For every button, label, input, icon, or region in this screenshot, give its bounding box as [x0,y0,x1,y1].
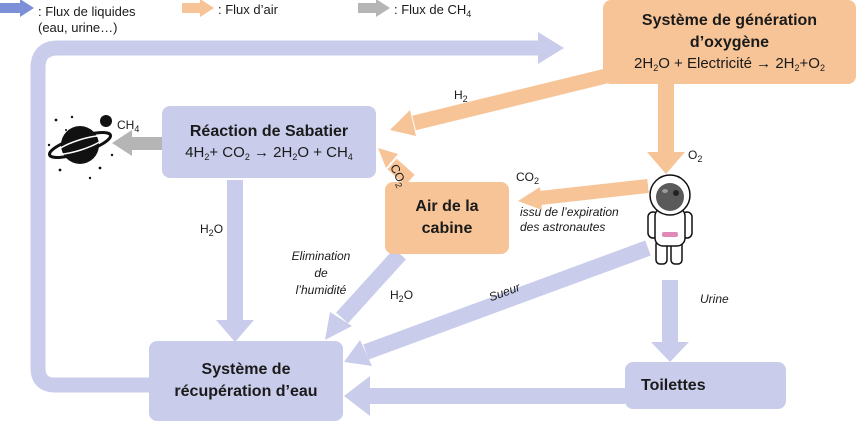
astronaut-icon [647,174,693,265]
sabatier-box: Réaction de Sabatier 4H2+ CO2 → 2H2O + C… [162,106,376,178]
urine-label: Urine [700,292,729,306]
expiration-note-1: issu de l’expiration [520,205,619,219]
sweat-arrow [344,240,651,366]
humidity-note: Elimination de l’humidité [288,248,354,299]
o2-label: O2 [688,148,703,164]
humidity-note-1: Elimination [291,249,351,263]
humidity-note-2: de [314,266,328,280]
sabatier-title: Réaction de Sabatier [189,123,349,140]
o2-arrow [647,82,685,174]
co2-expiration-label: CO2 [516,170,540,186]
oxygen-generation-title-2: d’oxygène [689,34,770,51]
cabin-air-title-1: Air de la [415,198,479,215]
legend-ch4-label: : Flux de CH4 [394,2,472,19]
h2-label: H2 [454,88,468,104]
cabin-air-box: Air de la cabine [385,182,509,254]
sabatier-water-arrow [216,180,254,342]
legend-liquids-detail: (eau, urine…) [38,20,118,35]
oxygen-generation-title-1: Système de génération [641,12,818,29]
water-loop-arrow [30,32,564,393]
ch4-arrow [112,130,162,156]
water-recovery-title-1: Système de [201,361,291,378]
toilets-title: Toilettes [641,376,706,394]
h2-arrow [390,68,608,136]
oxygen-generation-box: Système de génération d’oxygène 2H2O + E… [603,0,856,84]
humidity-arrow [325,248,406,340]
oxygen-generation-equation: 2H2O + Electricité → 2H2+O2 [634,55,825,73]
urine-arrow [651,280,689,362]
legend-ch4-arrow [358,0,390,17]
co2-cabin-arrow [378,148,415,186]
water-recovery-title-2: récupération d’eau [174,383,318,400]
legend-air-label: : Flux d’air [218,2,278,17]
legend-liquids-label: : Flux de liquides [38,4,136,19]
toilets-box: Toilettes [625,362,786,409]
h2o-cabin-label: H2O [390,288,414,304]
h2o-sabatier-label: H2O [200,222,224,238]
planet-space-icon [47,115,114,180]
legend-air-arrow [182,0,214,17]
expiration-note-2: des astronautes [520,220,606,234]
toilets-water-arrow [344,376,625,416]
ch4-label: CH4 [117,118,140,134]
legend-liquids: : Flux de liquides (eau, urine…) [38,4,136,36]
water-recovery-box: Système de récupération d’eau [149,341,343,421]
expiration-note: issu de l’expiration des astronautes [520,205,619,235]
humidity-note-3: l’humidité [295,283,347,297]
cabin-air-title-2: cabine [421,220,473,237]
sabatier-equation: 4H2+ CO2 → 2H2O + CH4 [185,144,353,162]
co2-expiration-arrow [518,179,649,210]
legend-liquid-arrow [0,0,34,17]
